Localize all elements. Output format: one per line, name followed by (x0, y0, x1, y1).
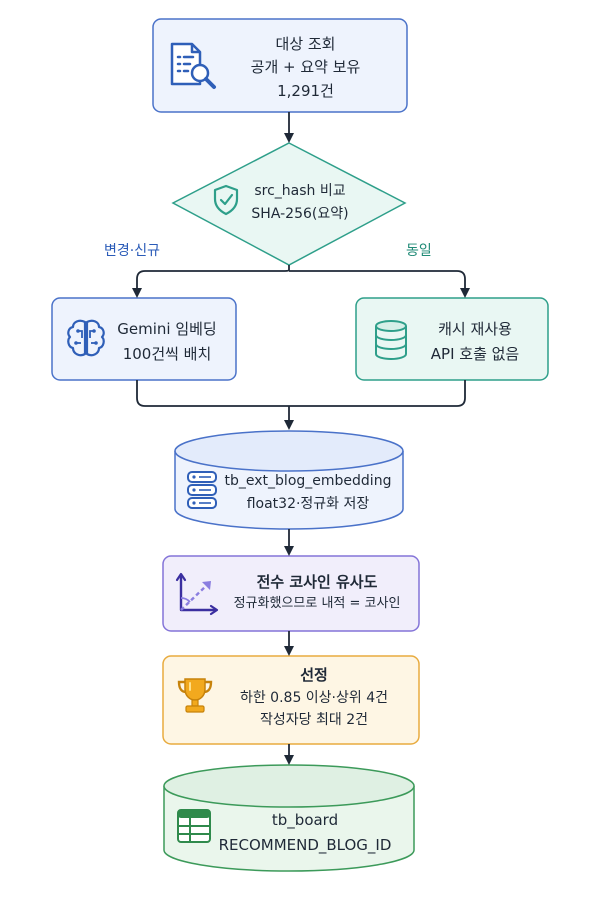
query-count: 1,291건 (277, 81, 334, 100)
arrow-hash-to-cache (289, 270, 470, 298)
branch-label-changed-new: 변경·신규 (104, 243, 160, 259)
hash-compare-title: src_hash 비교 (254, 183, 346, 199)
similarity-subtitle: 정규화했으므로 내적 = 코사인 (233, 596, 401, 611)
table-icon (177, 809, 211, 843)
query-title: 대상 조회 (275, 35, 336, 53)
arrow-hash-to-gemini (132, 265, 290, 298)
embedding-table-node-text: tb_ext_blog_embedding float32·정규화 저장 (220, 470, 396, 516)
cache-subtitle: API 호출 없음 (430, 344, 520, 363)
embedding-table-name: tb_ext_blog_embedding (224, 473, 392, 489)
arrow-gemini-merge (136, 380, 289, 407)
board-table-node-text: tb_board RECOMMEND_BLOG_ID (218, 808, 392, 858)
arrow-cache-merge (289, 380, 466, 407)
hash-compare-node-text: src_hash 비교 SHA-256(요약) (238, 180, 362, 226)
board-table-name: tb_board (271, 811, 339, 829)
cache-node-box (355, 297, 549, 381)
query-node-box (152, 18, 408, 113)
brain-icon (67, 319, 105, 357)
selection-rule-1: 하한 0.85 이상·상위 4건 (239, 690, 389, 706)
server-icon (187, 471, 217, 509)
database-icon (375, 320, 407, 360)
embedding-table-desc: float32·정규화 저장 (246, 496, 370, 513)
query-subtitle: 공개 + 요약 보유 (250, 58, 361, 77)
hash-compare-subtitle: SHA-256(요약) (251, 206, 349, 223)
gemini-title: Gemini 임베딩 (117, 320, 217, 338)
gemini-subtitle: 100건씩 배치 (122, 344, 212, 363)
vector-angle-icon (175, 572, 219, 616)
query-node-text: 대상 조회 공개 + 요약 보유 1,291건 (218, 33, 393, 103)
gemini-node-box (51, 297, 237, 381)
board-table-node-cylinder (163, 764, 415, 872)
branch-label-same: 동일 (406, 243, 432, 259)
cache-title: 캐시 재사용 (438, 320, 512, 338)
gemini-node-text: Gemini 임베딩 100건씩 배치 (108, 317, 226, 367)
selection-title: 선정 (300, 666, 328, 684)
board-table-column: RECOMMEND_BLOG_ID (218, 835, 392, 854)
similarity-node-box (162, 555, 420, 632)
document-search-icon (170, 42, 216, 89)
similarity-node-text: 전수 코사인 유사도 정규화했으므로 내적 = 코사인 (222, 570, 412, 615)
selection-node-text: 선정 하한 0.85 이상·상위 4건 작성자당 최대 2건 (214, 663, 414, 732)
selection-rule-2: 작성자당 최대 2건 (260, 712, 368, 729)
similarity-title: 전수 코사인 유사도 (256, 573, 378, 591)
shield-check-icon (213, 184, 239, 216)
embedding-table-node-cylinder (174, 430, 404, 530)
selection-node-box (162, 655, 420, 745)
trophy-icon (177, 678, 213, 713)
cache-node-text: 캐시 재사용 API 호출 없음 (412, 317, 538, 367)
